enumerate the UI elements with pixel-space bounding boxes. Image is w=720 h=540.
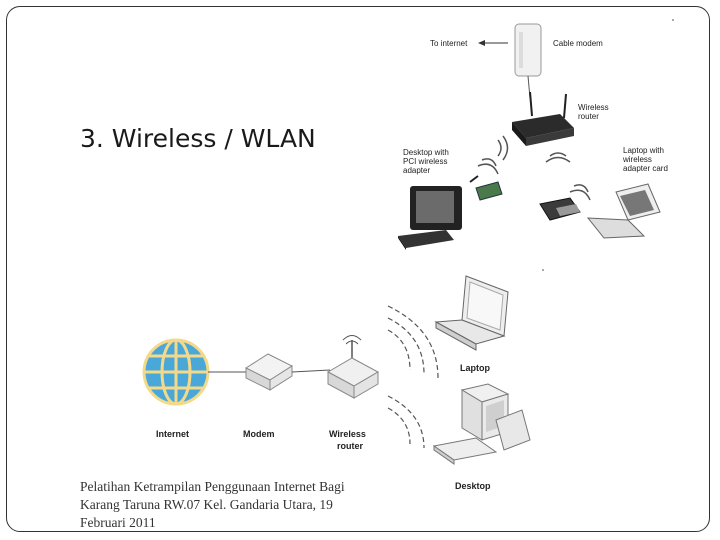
modem-icon [244,353,294,391]
wifi-waves-icon [477,135,591,201]
internet-label: Internet [156,429,189,439]
slide-footer: Pelatihan Ketrampilan Penggunaan Interne… [80,479,345,530]
desktop-adapter-label-line1: Desktop with [403,148,449,157]
bottom-router-label-line2: router [337,441,364,451]
desktop-adapter-label-line2: PCI wireless [403,157,447,166]
modem-label: Modem [243,429,275,439]
cable-modem-label: Cable modem [553,39,603,48]
desktop-bottom-icon [432,383,531,465]
slide-border [6,6,710,532]
laptop-adapter-label-line2: wireless [622,155,652,164]
wireless-router-bottom-icon [326,335,380,399]
pci-card-icon [469,175,503,201]
wireless-router-icon [512,91,574,146]
laptop-adapter-label-line3: adapter card [623,164,668,173]
arrow-left-icon [478,40,508,46]
pc-card-icon [539,197,581,221]
slide-title: 3. Wireless / WLAN [80,124,316,153]
desktop-label: Desktop [455,481,491,491]
wifi-signal-icon [387,305,439,449]
top-router-label-line1: Wireless [578,103,609,112]
laptop-adapter-label-line1: Laptop with [623,146,664,155]
laptop-bottom-icon [434,275,509,351]
to-internet-label: To internet [430,39,468,48]
cable-modem-icon [514,23,542,99]
bottom-router-label-line1: Wireless [329,429,366,439]
desktop-adapter-label-line3: adapter [403,166,430,175]
globe-icon [142,338,210,406]
laptop-icon [586,183,661,239]
top-router-label-line2: router [578,112,599,121]
laptop-label: Laptop [460,363,490,373]
desktop-computer-icon [398,186,462,250]
